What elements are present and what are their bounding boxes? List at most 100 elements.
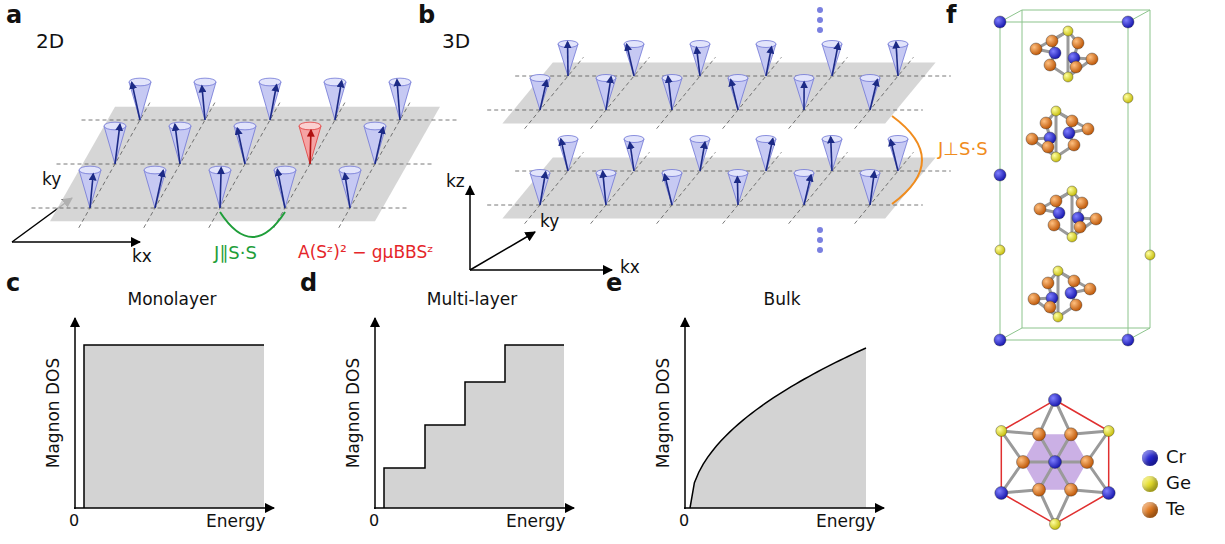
bonds [1001,31,1108,524]
atom [1050,195,1062,207]
unit-cell-back [1000,10,1150,340]
cone-rim [794,75,814,82]
spin-arrow [891,140,898,171]
lattice-line [525,57,584,128]
cone-rim [596,75,616,82]
legend-text: Te [1166,499,1185,520]
atom [1122,16,1134,28]
atom [1103,426,1114,437]
atom [994,334,1006,346]
cone-rim [728,170,748,177]
atom [1026,133,1038,145]
hexagonal-cell [1001,400,1108,524]
spin-cone [194,82,216,120]
cone-rim [169,122,191,130]
atom [1048,219,1060,231]
spin-arrow [335,81,342,120]
spin-cone [364,126,386,164]
axis-label: Magnon DOS [344,358,364,469]
atom [994,169,1006,181]
spin-arrow [277,170,285,208]
spin-cone [624,44,644,76]
spin-arrow [697,48,700,76]
spin-arrow [803,82,805,110]
cone-rim [389,78,411,86]
spin-cone [728,173,748,205]
cone-rim [756,41,776,48]
atom [1076,197,1088,209]
panel-letter: a [6,2,22,30]
spin-cone [144,170,166,208]
atom [1063,127,1075,139]
spin-arrow [561,139,568,171]
cone-rim [259,78,281,86]
atom [1053,266,1063,276]
bond [1055,111,1058,157]
axis-label: ky [540,212,559,232]
dos-curve [84,345,264,508]
continuation-dot [817,247,823,253]
spin-arrow [700,142,705,171]
atom [1053,312,1063,322]
spin-arrow [540,80,547,110]
cone-rim [822,136,842,143]
spin-arrow [665,175,672,205]
x-axis [684,507,884,509]
atom [1065,287,1077,299]
dos-area [84,345,264,508]
spin-cone [728,78,748,110]
axis-label: kx [620,258,640,278]
spin-cone [129,82,151,120]
cone-rim [860,170,880,177]
exchange-term: J∥S·S [214,243,257,264]
spin-arrow [870,80,877,110]
y-axis [74,318,76,509]
x-axis [374,507,574,509]
lattice-line [789,57,848,128]
x-axis [74,507,274,509]
spin-cone [530,173,550,205]
spin-cone [662,173,682,205]
lattice-line [487,110,923,111]
panel-letter: f [946,2,956,30]
bond [1067,31,1070,77]
continuation-dot [817,27,823,33]
cone-rim [624,136,644,143]
spin-arrow [737,177,739,205]
atoms [994,16,1155,530]
spin-arrow [630,143,634,171]
dos-area [384,345,564,508]
axis-label: 0 [69,512,79,530]
spin-arrow [175,124,180,164]
spin-cone [888,139,908,171]
atom [1068,275,1080,287]
spin-cone [558,139,578,171]
spin-arrow [202,86,205,120]
continuation-dot [817,17,823,23]
axis-label: Energy [816,512,876,532]
spin-arrow [627,44,634,76]
atom [1051,152,1061,162]
bond [1071,191,1074,237]
cone-rim [324,78,346,86]
anisotropy-zeeman-term: A(Sᶻ)² − gμBBSᶻ [298,243,433,263]
atom [1028,293,1040,305]
lattice-line [657,57,716,128]
spin-arrow [155,171,163,208]
dimension-label: 3D [442,30,470,53]
atom [1090,213,1102,225]
cone-rim [194,78,216,86]
spin-cone [274,170,296,208]
panel-a [12,78,459,242]
atom [1102,487,1115,500]
atom [1033,428,1046,441]
intralayer-exchange-arc [220,212,285,237]
atom [1065,483,1078,496]
panel-f [994,10,1155,530]
atom [1049,394,1062,407]
cone-rim [690,41,710,48]
panel-b [470,7,951,270]
spin-arrow [731,80,738,110]
kx-axis [12,241,140,243]
